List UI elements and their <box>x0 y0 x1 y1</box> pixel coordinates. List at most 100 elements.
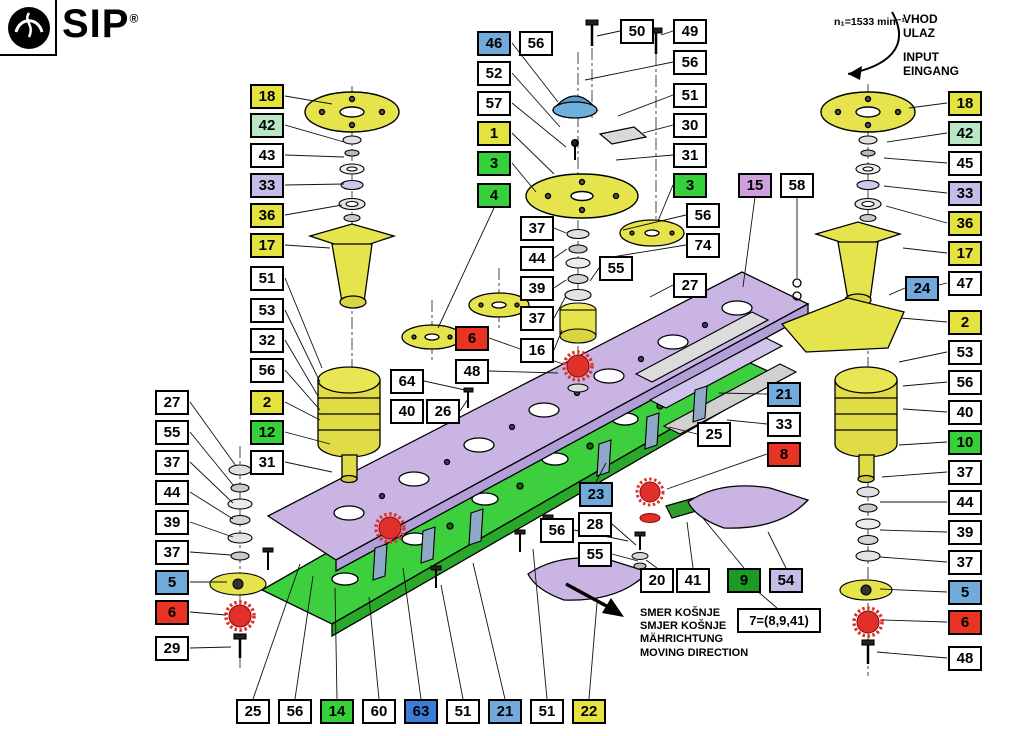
part-label-48: 48 <box>948 646 982 671</box>
lock-washer-mid-right <box>635 477 665 523</box>
part-label-17: 17 <box>948 241 982 266</box>
part-label-24: 24 <box>905 276 939 301</box>
part-label-50: 50 <box>620 19 654 44</box>
bearing-stack-left <box>338 135 366 223</box>
part-label-6: 6 <box>155 600 189 625</box>
part-label-47: 47 <box>948 271 982 296</box>
leader-lines <box>189 30 948 700</box>
top-disc-right <box>820 91 916 133</box>
part-label-60: 60 <box>362 699 396 724</box>
part-label-30: 30 <box>673 113 707 138</box>
support-bell-left <box>307 223 397 309</box>
part-label-56: 56 <box>686 203 720 228</box>
brand-text: SIP <box>62 2 130 46</box>
part-label-3: 3 <box>673 173 707 198</box>
part-label-2: 2 <box>948 310 982 335</box>
part-label-42: 42 <box>948 121 982 146</box>
part-label-40: 40 <box>390 399 424 424</box>
lock-washer-mid-left <box>374 512 406 544</box>
part-label-52: 52 <box>477 61 511 86</box>
part-label-37: 37 <box>948 550 982 575</box>
part-label-22: 22 <box>572 699 606 724</box>
input-speed-note: n₁=1533 min⁻¹ <box>834 16 905 28</box>
mowing-disc-center <box>525 173 639 219</box>
disc-hub-left <box>401 324 463 350</box>
logo-frame <box>0 0 57 56</box>
part-label-40: 40 <box>948 400 982 425</box>
part-label-63: 63 <box>404 699 438 724</box>
part-label-64: 64 <box>390 369 424 394</box>
part-label-53: 53 <box>948 340 982 365</box>
part-label-15: 15 <box>738 173 772 198</box>
support-bracket-right <box>780 297 905 353</box>
text-line: VHOD <box>903 12 938 26</box>
part-label-36: 36 <box>948 211 982 236</box>
input-label-top: VHOD ULAZ <box>903 12 938 41</box>
part-label-45: 45 <box>948 151 982 176</box>
part-label-3: 3 <box>477 151 511 176</box>
part-label-21: 21 <box>767 382 801 407</box>
part-label-10: 10 <box>948 430 982 455</box>
part-label-74: 74 <box>686 233 720 258</box>
part-label-31: 31 <box>250 450 284 475</box>
part-label-36: 36 <box>250 203 284 228</box>
part-label-6: 6 <box>455 326 489 351</box>
part-label-58: 58 <box>780 173 814 198</box>
bearing-stack-right <box>854 135 882 223</box>
part-label-31: 31 <box>673 143 707 168</box>
part-label-56: 56 <box>519 31 553 56</box>
part-label-51: 51 <box>530 699 564 724</box>
disc-hub-right <box>619 219 685 247</box>
support-bell-right <box>813 221 903 307</box>
part-label-37: 37 <box>155 540 189 565</box>
part-label-27: 27 <box>673 273 707 298</box>
part-label-56: 56 <box>673 50 707 75</box>
text-line: SMJER KOŠNJE <box>640 620 727 633</box>
part-label-5: 5 <box>155 570 189 595</box>
skid-plate-center <box>527 557 650 601</box>
lower-stack-right <box>839 486 893 664</box>
part-label-21: 21 <box>488 699 522 724</box>
part-label-56: 56 <box>540 518 574 543</box>
part-label-39: 39 <box>155 510 189 535</box>
part-label-55: 55 <box>578 542 612 567</box>
part-label-33: 33 <box>767 412 801 437</box>
cap-46 <box>551 95 599 119</box>
part-label-2: 2 <box>250 390 284 415</box>
text-line: INPUT <box>903 50 939 64</box>
part-label-18: 18 <box>250 84 284 109</box>
part-label-46: 46 <box>477 31 511 56</box>
sip-logo-text: SIP® <box>62 2 139 47</box>
part-label-43: 43 <box>250 143 284 168</box>
part-label-53: 53 <box>250 298 284 323</box>
part-label-28: 28 <box>578 512 612 537</box>
part-label-7-8-9-41-: 7=(8,9,41) <box>737 608 821 633</box>
part-label-56: 56 <box>250 358 284 383</box>
part-label-37: 37 <box>948 460 982 485</box>
part-label-12: 12 <box>250 420 284 445</box>
part-label-41: 41 <box>676 568 710 593</box>
part-label-4: 4 <box>477 183 511 208</box>
part-label-32: 32 <box>250 328 284 353</box>
part-label-55: 55 <box>155 420 189 445</box>
registered-mark: ® <box>129 11 140 26</box>
mowing-direction-label: SMER KOŠNJE SMJER KOŠNJE MÄHRICHTUNG MOV… <box>640 607 748 660</box>
text-line: SMER KOŠNJE <box>640 607 721 619</box>
part-label-44: 44 <box>520 246 554 271</box>
part-label-20: 20 <box>640 568 674 593</box>
disc-hub-mid <box>468 292 530 318</box>
text-line: ULAZ <box>903 26 935 41</box>
part-label-33: 33 <box>948 181 982 206</box>
input-rotation-arrow <box>847 11 901 80</box>
part-label-14: 14 <box>320 699 354 724</box>
part-label-55: 55 <box>599 256 633 281</box>
part-label-48: 48 <box>455 359 489 384</box>
part-label-37: 37 <box>155 450 189 475</box>
part-label-27: 27 <box>155 390 189 415</box>
text-line: MÄHRICHTUNG <box>640 633 724 646</box>
part-label-49: 49 <box>673 19 707 44</box>
part-label-39: 39 <box>520 276 554 301</box>
part-label-42: 42 <box>250 113 284 138</box>
